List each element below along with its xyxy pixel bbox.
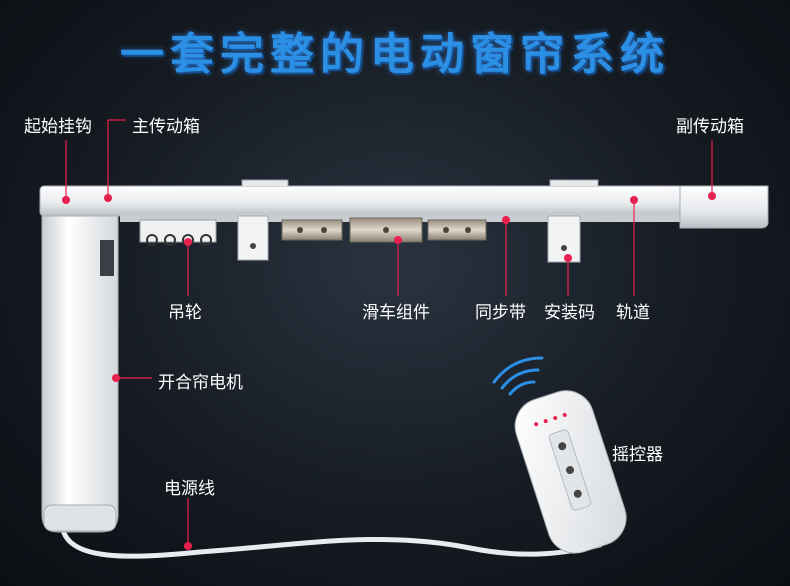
label-main-gearbox: 主传动箱 bbox=[132, 117, 200, 137]
page-title: 一套完整的电动窗帘系统 bbox=[120, 29, 670, 80]
secondary-gearbox-body bbox=[679, 185, 769, 229]
label-secondary-gearbox: 副传动箱 bbox=[676, 117, 744, 137]
label-hanging-wheel: 吊轮 bbox=[168, 303, 202, 323]
hanging-wheels bbox=[139, 219, 217, 246]
label-remote: 摇控器 bbox=[612, 445, 663, 465]
motor-sticker bbox=[100, 240, 114, 276]
label-power-cord: 电源线 bbox=[164, 479, 215, 499]
label-pulley-assembly: 滑车组件 bbox=[362, 303, 430, 323]
marker-dots bbox=[62, 192, 716, 550]
mounting-bracket-left bbox=[237, 215, 269, 261]
track-rail bbox=[39, 185, 769, 217]
label-start-hook: 起始挂钩 bbox=[24, 117, 92, 137]
leader-lines bbox=[65, 119, 713, 546]
motor-body bbox=[41, 189, 119, 533]
pulley-assembly bbox=[281, 217, 487, 243]
mounting-bracket-right bbox=[547, 215, 581, 263]
label-sync-belt: 同步带 bbox=[475, 303, 526, 323]
label-mounting-bracket: 安装码 bbox=[544, 303, 595, 323]
top-bracket-left bbox=[241, 179, 289, 186]
motor-end-cap bbox=[43, 504, 117, 532]
label-motor: 开合帘电机 bbox=[158, 373, 243, 393]
label-track: 轨道 bbox=[616, 303, 650, 323]
power-cord bbox=[59, 517, 603, 559]
top-bracket-right bbox=[549, 179, 599, 186]
wireless-signal-icon bbox=[492, 356, 544, 396]
remote-control bbox=[514, 390, 627, 554]
